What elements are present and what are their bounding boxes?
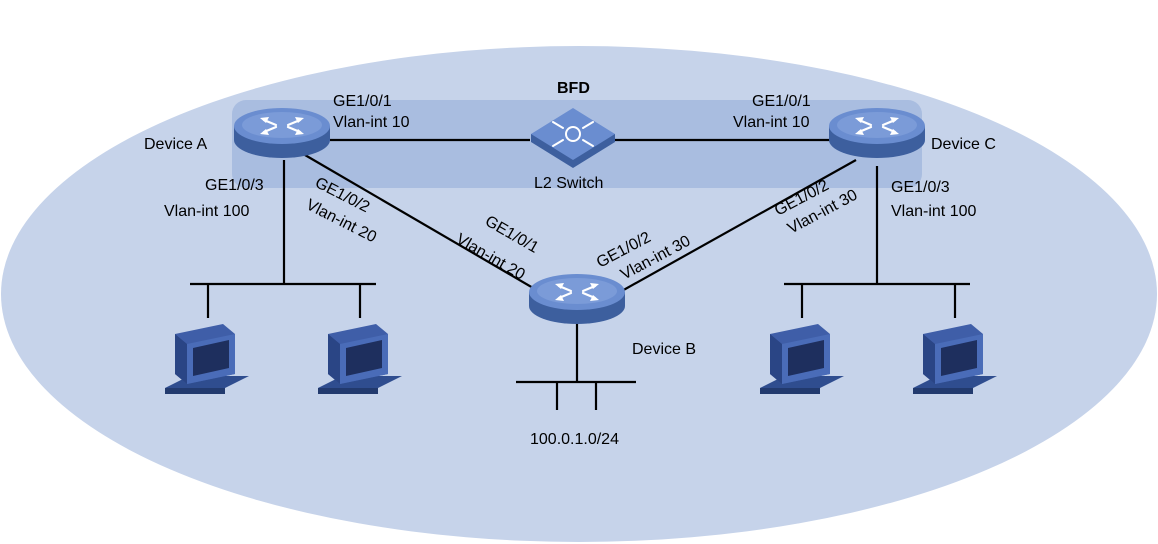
c-ge1-port: GE1/0/1: [752, 93, 811, 110]
link-a-b: [304, 154, 541, 293]
link-c-b: [619, 159, 857, 293]
c-ge3-vlan: Vlan-int 100: [891, 203, 976, 220]
c-ge1-vlan: Vlan-int 10: [733, 114, 810, 131]
a-ge3-port: GE1/0/3: [205, 177, 264, 194]
subnet-label: 100.0.1.0/24: [530, 431, 619, 448]
router-icon[interactable]: [232, 106, 332, 160]
device-a-label: Device A: [144, 136, 207, 153]
router-icon[interactable]: [527, 272, 627, 326]
a-ge3-vlan: Vlan-int 100: [164, 203, 249, 220]
l2-switch-label: L2 Switch: [534, 175, 603, 192]
device-b-label: Device B: [632, 341, 696, 358]
c-ge3-port: GE1/0/3: [891, 179, 950, 196]
links: [190, 138, 970, 410]
bfd-title: BFD: [557, 80, 590, 97]
router-icon[interactable]: [827, 106, 927, 160]
device-c-label: Device C: [931, 136, 996, 153]
a-ge1-vlan: Vlan-int 10: [333, 114, 410, 131]
a-ge1-port: GE1/0/1: [333, 93, 392, 110]
